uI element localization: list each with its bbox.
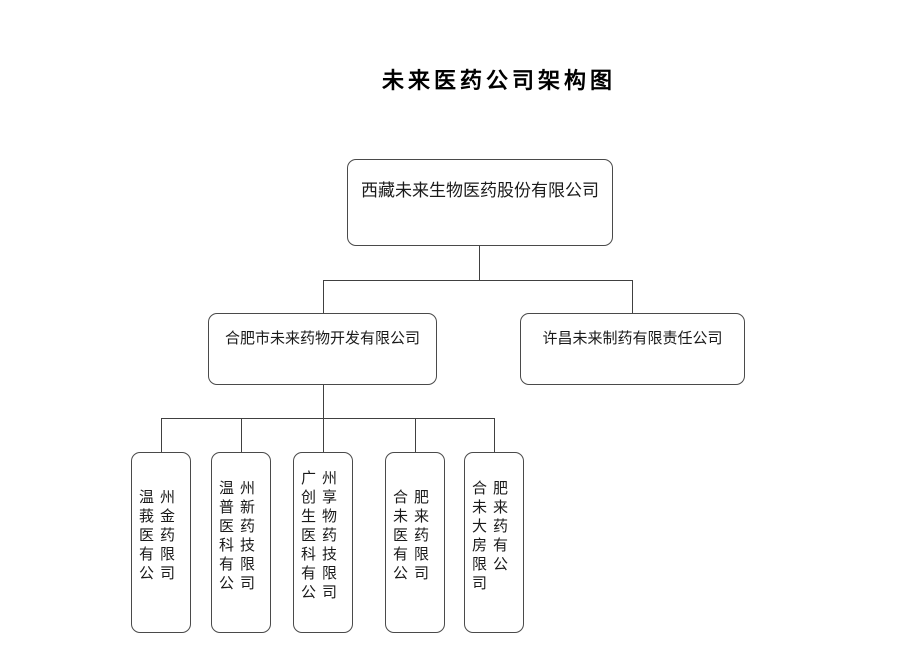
org-node-subsidiary-hefei-drug-development: 合肥市未来药物开发有限公司 [208, 313, 437, 385]
org-node-guangzhou-chuangxiang: 广州创享生物医药科技有限公司 [293, 452, 353, 633]
connector-l2-left-stem [323, 385, 324, 418]
org-node-hefei-future-pharma: 合肥未来医药有限公司 [385, 452, 445, 633]
org-node-label: 温州莪金医药有限公司 [139, 488, 182, 582]
org-node-label: 温州普新医药科技有限公司 [219, 478, 262, 592]
org-node-label: 合肥未来医药有限公司 [393, 488, 436, 582]
connector-drop-l2-left [323, 280, 324, 313]
org-node-label: 合肥未来大药房有限公司 [472, 478, 515, 592]
connector-drop-leaf-4 [415, 418, 416, 452]
connector-level2-bar [323, 280, 633, 281]
org-node-wenzhou-puxin: 温州普新医药科技有限公司 [211, 452, 271, 633]
connector-root-stem [479, 246, 480, 280]
org-node-label: 广州创享生物医药科技有限公司 [301, 469, 344, 601]
connector-drop-leaf-3 [323, 418, 324, 452]
org-node-root: 西藏未来生物医药股份有限公司 [347, 159, 613, 246]
org-node-hefei-future-pharmacy: 合肥未来大药房有限公司 [464, 452, 524, 633]
page-title: 未来医药公司架构图 [382, 69, 617, 94]
connector-drop-leaf-1 [161, 418, 162, 452]
connector-level3-bar [161, 418, 495, 419]
connector-drop-leaf-2 [241, 418, 242, 452]
org-node-subsidiary-xuchang-pharma: 许昌未来制药有限责任公司 [520, 313, 745, 385]
connector-drop-l2-right [632, 280, 633, 313]
connector-drop-leaf-5 [494, 418, 495, 452]
org-node-wenzhou-ejin: 温州莪金医药有限公司 [131, 452, 191, 633]
